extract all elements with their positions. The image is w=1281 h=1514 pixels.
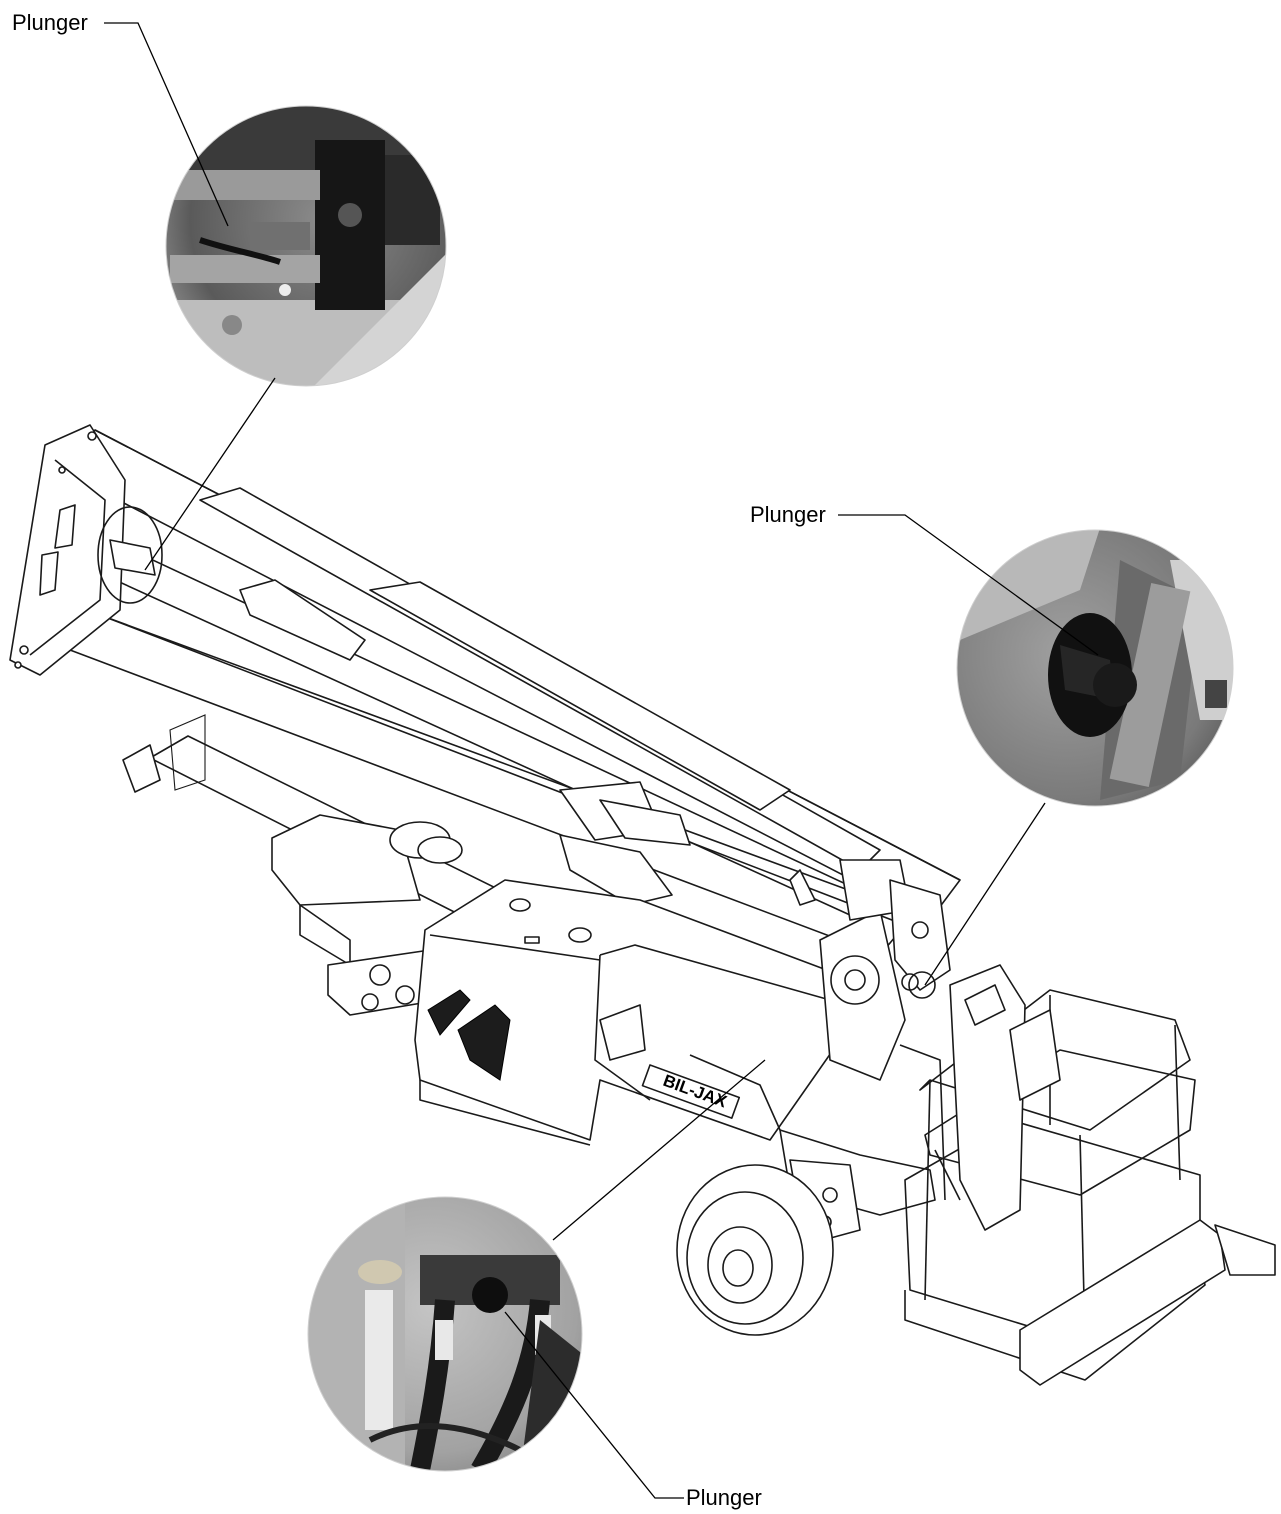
callout-bottom-leader [504, 1311, 684, 1499]
callout-bottom: Plunger [504, 1059, 766, 1510]
boom-pivot [819, 859, 951, 1081]
callout-bottom-label: Plunger [686, 1485, 762, 1510]
wheel [676, 1164, 834, 1336]
jib-head [9, 424, 163, 676]
callout-top-leader [104, 22, 229, 227]
right-inset-connector [924, 802, 1046, 986]
chassis-rail [122, 714, 521, 1016]
boom-lift-drawing: BIL-JAX [9, 424, 1276, 1386]
top-inset-photo [166, 106, 446, 386]
callout-top: Plunger [12, 10, 276, 571]
callout-right: Plunger [750, 502, 1099, 999]
bottom-inset-connector [552, 1059, 766, 1241]
right-inset-photo [957, 530, 1233, 806]
callout-top-label: Plunger [12, 10, 88, 35]
control-post [899, 964, 1061, 1231]
callout-right-label: Plunger [750, 502, 826, 527]
main-boom [59, 429, 961, 956]
callout-right-leader [838, 514, 1099, 656]
platform-basket [904, 989, 1276, 1386]
top-inset-connector [144, 377, 276, 571]
turntable-cover [389, 821, 851, 1146]
